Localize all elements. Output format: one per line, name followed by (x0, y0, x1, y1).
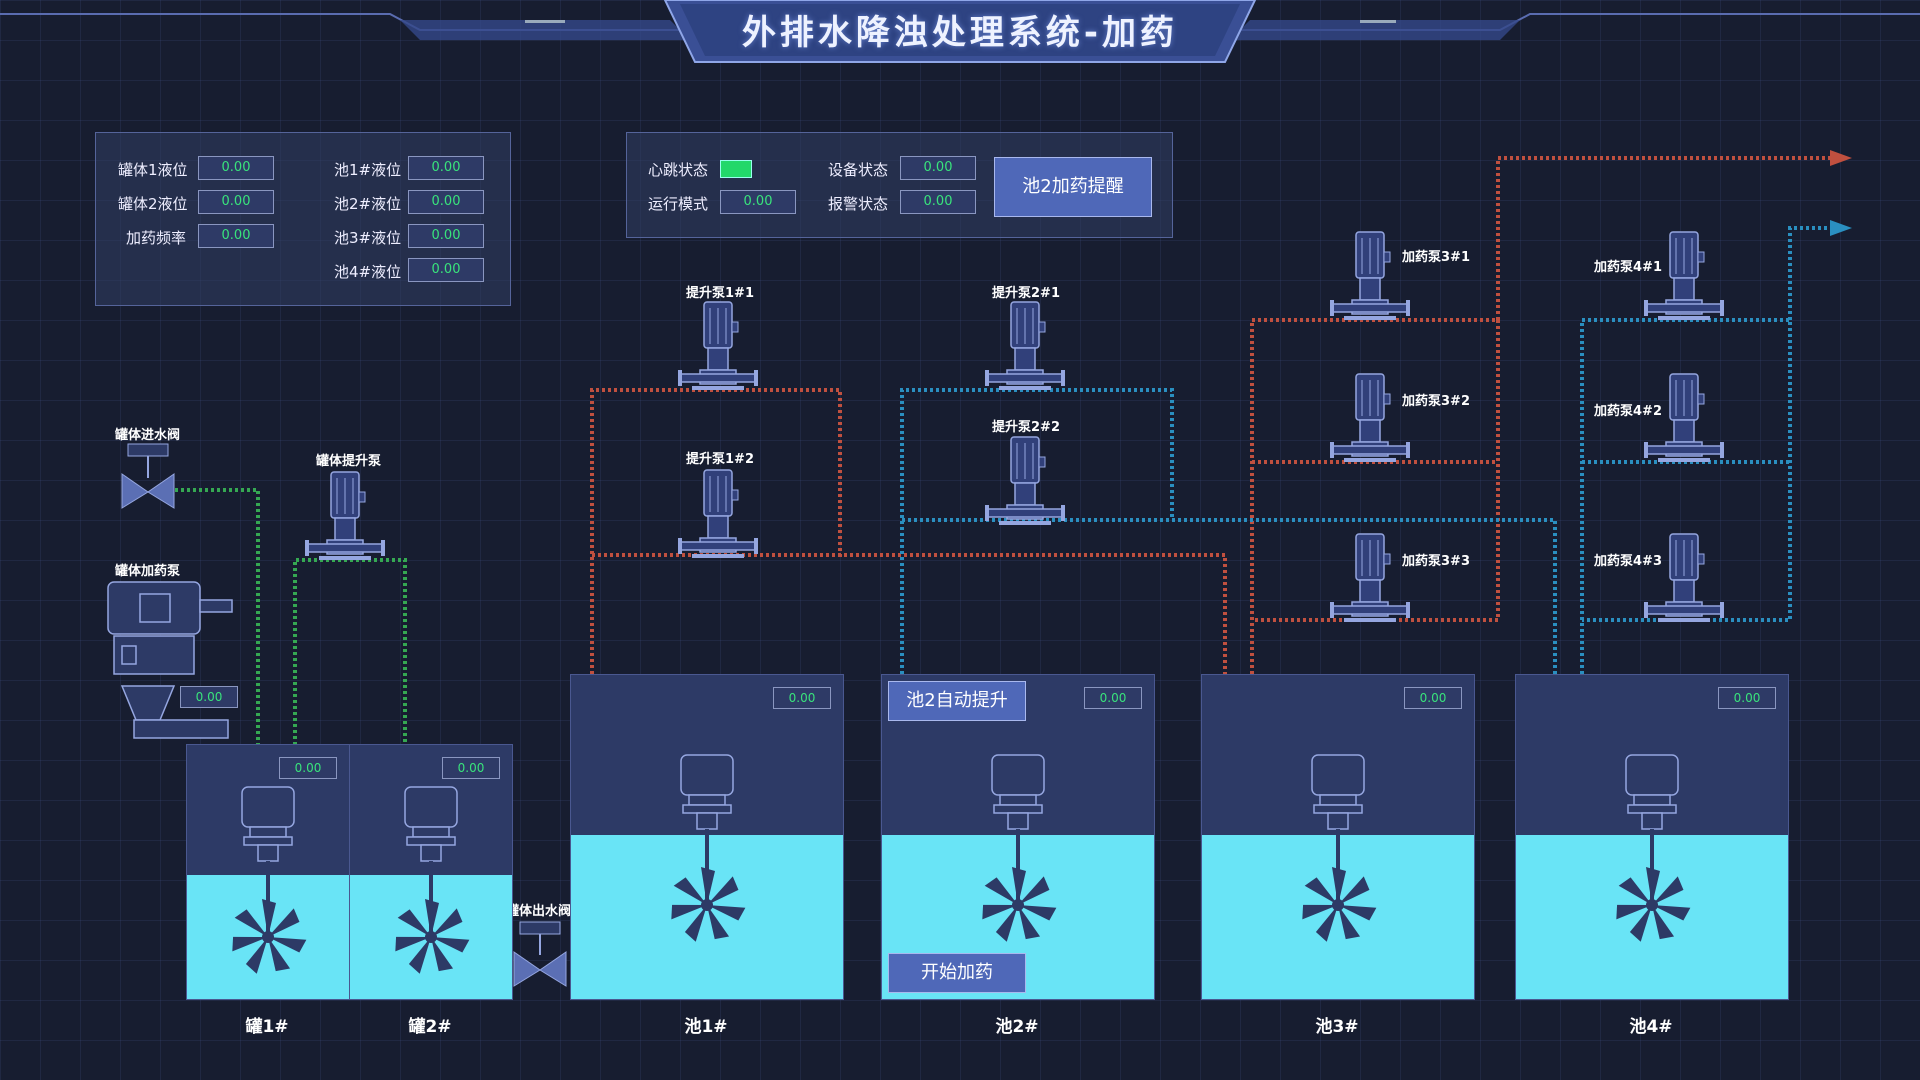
tank-dosing-pump-label: 罐体加药泵 (115, 564, 181, 579)
dose-pump-3-3-label: 加药泵3#3 (1402, 554, 1470, 569)
pool-4-mixer-icon (1611, 753, 1693, 945)
tank-2-mixer-icon (390, 785, 472, 977)
dosing-frequency-label: 加药频率 (126, 229, 187, 247)
dose-pump-4-3-icon (1643, 533, 1725, 623)
pool2-level-label: 池2#液位 (334, 195, 402, 213)
pool-2-value: 0.00 (1084, 687, 1142, 709)
title-bar (0, 0, 1920, 63)
pool-4-name: 池4# (1629, 1017, 1673, 1037)
pool-1: 0.00 (570, 674, 844, 1000)
lift-pump-1-2-label: 提升泵1#2 (686, 452, 754, 467)
lift-pump-2-2-icon (984, 436, 1066, 526)
page-title: 外排水降浊处理系统-加药 (741, 13, 1179, 53)
tank1-level-label: 罐体1液位 (118, 161, 188, 179)
lift-pump-1-1-label: 提升泵1#1 (686, 286, 754, 301)
tank-1-mixer-icon (227, 785, 309, 977)
tank2-level-value: 0.00 (198, 190, 274, 214)
outlet-valve-label: 罐体出水阀 (506, 904, 572, 919)
device-status-label: 设备状态 (828, 161, 889, 179)
device-status-value: 0.00 (900, 156, 976, 180)
pool-4-value: 0.00 (1718, 687, 1776, 709)
run-mode-label: 运行模式 (648, 195, 709, 213)
outlet-valve-icon (513, 921, 567, 987)
tank-1-name: 罐1# (245, 1017, 289, 1037)
pool1-level-label: 池1#液位 (334, 161, 402, 179)
lift-pump-1-1-icon (677, 301, 759, 391)
alarm-status-label: 报警状态 (828, 195, 889, 213)
lift-pump-2-1-icon (984, 301, 1066, 391)
tank-2-name: 罐2# (408, 1017, 452, 1037)
heartbeat-label: 心跳状态 (648, 161, 709, 179)
dose-pump-4-1-icon (1643, 231, 1725, 321)
tank-dosing-pump-value: 0.00 (180, 686, 238, 708)
pool2-level-value: 0.00 (408, 190, 484, 214)
tank-1: 0.00 (186, 744, 350, 1000)
dosing-frequency-value: 0.00 (198, 224, 274, 248)
tank-2: 0.00 (349, 744, 513, 1000)
lift-pump-2-1-label: 提升泵2#1 (992, 286, 1060, 301)
dose-pump-3-1-label: 加药泵3#1 (1402, 250, 1470, 265)
dose-pump-3-2-label: 加药泵3#2 (1402, 394, 1470, 409)
pool-2: 0.00 池2自动提升 开始加药 (881, 674, 1155, 1000)
dose-pump-4-2-label: 加药泵4#2 (1594, 404, 1662, 419)
dose-pump-3-3-icon (1329, 533, 1411, 623)
pool4-level-label: 池4#液位 (334, 263, 402, 281)
start-dosing-button[interactable]: 开始加药 (888, 953, 1026, 993)
lift-pump-1-2-icon (677, 469, 759, 559)
tank-lift-pump-label: 罐体提升泵 (316, 454, 382, 469)
lift-pump-2-2-label: 提升泵2#2 (992, 420, 1060, 435)
pool-1-value: 0.00 (773, 687, 831, 709)
pool3-level-label: 池3#液位 (334, 229, 402, 247)
pool-1-name: 池1# (684, 1017, 728, 1037)
inlet-valve-icon (121, 443, 175, 509)
tank-2-value: 0.00 (442, 757, 500, 779)
tank-lift-pump-icon (304, 471, 386, 561)
pool-3: 0.00 (1201, 674, 1475, 1000)
pool-3-value: 0.00 (1404, 687, 1462, 709)
tank1-level-value: 0.00 (198, 156, 274, 180)
pool-1-mixer-icon (666, 753, 748, 945)
pool3-level-value: 0.00 (408, 224, 484, 248)
pool-2-mixer-icon (977, 753, 1059, 945)
tank-dosing-pump-icon (107, 581, 233, 739)
pool-2-name: 池2# (995, 1017, 1039, 1037)
tank-1-value: 0.00 (279, 757, 337, 779)
pool-3-name: 池3# (1315, 1017, 1359, 1037)
inlet-valve-label: 罐体进水阀 (115, 428, 181, 443)
heartbeat-indicator (720, 160, 752, 178)
alarm-status-value: 0.00 (900, 190, 976, 214)
pool2-auto-lift-button[interactable]: 池2自动提升 (888, 681, 1026, 721)
run-mode-value: 0.00 (720, 190, 796, 214)
pool1-level-value: 0.00 (408, 156, 484, 180)
dose-pump-3-2-icon (1329, 373, 1411, 463)
pool-3-mixer-icon (1297, 753, 1379, 945)
pool4-level-value: 0.00 (408, 258, 484, 282)
dose-pump-4-1-label: 加药泵4#1 (1594, 260, 1662, 275)
dose-pump-4-3-label: 加药泵4#3 (1594, 554, 1662, 569)
dose-pump-3-1-icon (1329, 231, 1411, 321)
pool2-dosing-reminder-button[interactable]: 池2加药提醒 (994, 157, 1152, 217)
pool-4: 0.00 (1515, 674, 1789, 1000)
tank2-level-label: 罐体2液位 (118, 195, 188, 213)
